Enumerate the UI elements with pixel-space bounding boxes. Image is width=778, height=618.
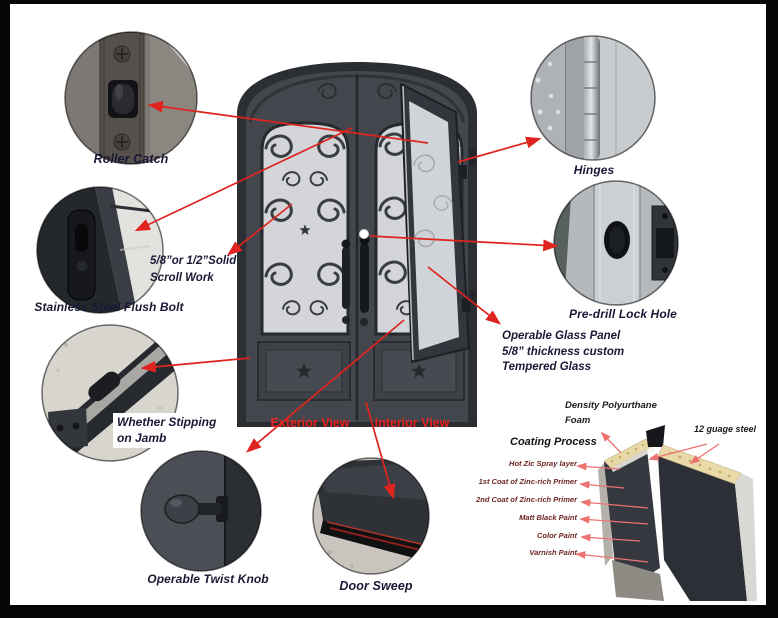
jamb-label-line2: on Jamb: [117, 431, 167, 445]
door-photo: [237, 62, 477, 427]
annotation-arrows: [134, 100, 559, 500]
coating-layer-label: 2nd Coat of Zinc-rich Primer: [476, 495, 577, 504]
door-threshold: [237, 420, 477, 427]
jamb-label: Whether Stipping on Jamb: [113, 413, 221, 448]
interior-view-label: Interior View: [374, 416, 450, 430]
coating-layer-label: Color Paint: [536, 531, 577, 540]
gauge-steel-label: 12 guage steel: [694, 424, 757, 434]
door-sweep-arrow: [365, 401, 396, 500]
lock-hole-photo: [554, 181, 678, 305]
coating-layer-label: Varnish Paint: [529, 548, 577, 557]
twist-knob-photo: [141, 451, 261, 571]
flush-bolt-label: Stainless Steel Flush Bolt: [34, 300, 184, 314]
door-handles: [341, 235, 370, 326]
lock-hole-label: Pre-drill Lock Hole: [569, 307, 677, 321]
glass-panel-line3: Tempered Glass: [502, 361, 592, 373]
coating-layer-label: Matt Black Paint: [519, 513, 577, 522]
coating-cutaway-image: [598, 425, 757, 601]
frame-hinge: [469, 290, 476, 306]
scroll-work-line2: Scroll Work: [150, 272, 214, 284]
scroll-work-line1: 5/8”or 1/2”Solid: [150, 255, 237, 267]
roller-catch-label: Roller Catch: [93, 152, 169, 166]
foam-label-line2: Foam: [565, 415, 591, 426]
hinges-photo: [531, 36, 655, 160]
glass-panel-note: Operable Glass Panel 5/8” thickness cust…: [502, 329, 624, 376]
glass-panel-line1: Operable Glass Panel: [502, 330, 621, 342]
roller-catch-arrow: [147, 100, 429, 144]
twist-knob-label: Operable Twist Knob: [147, 572, 269, 586]
flush-bolt-arrow: [134, 127, 353, 232]
coating-arrows: [575, 431, 720, 563]
coating-layer-label: 1st Coat of Zinc-rich Primer: [478, 477, 577, 486]
coating-layer-label: Hot Zic Spray layer: [509, 459, 577, 468]
scroll-work-arrow: [227, 203, 293, 256]
roller-catch-photo: [65, 32, 197, 164]
glass-panel-arrow: [427, 266, 502, 325]
scroll-work-note: 5/8”or 1/2”Solid Scroll Work: [150, 253, 236, 287]
open-glass-panel: [400, 83, 470, 363]
coating-process-title: Coating Process: [510, 436, 597, 448]
twist-knob-arrow: [246, 319, 405, 453]
flush-bolt-photo: [37, 187, 163, 313]
hinges-arrow: [457, 136, 542, 163]
jamb-arrow: [140, 357, 251, 373]
door-sweep-label: Door Sweep: [339, 579, 413, 593]
exterior-view-label: Exterior View: [270, 416, 350, 430]
door-sweep-photo: [313, 458, 429, 574]
glass-panel-line2: 5/8” thickness custom: [502, 345, 625, 358]
lock-hole-arrow: [369, 235, 559, 252]
jamb-label-line1: Whether Stipping: [117, 415, 217, 429]
lock-hole-marker-dot: [359, 229, 369, 239]
foam-label-line1: Density Polyurthane: [565, 400, 657, 411]
hinges-label: Hinges: [573, 163, 615, 177]
